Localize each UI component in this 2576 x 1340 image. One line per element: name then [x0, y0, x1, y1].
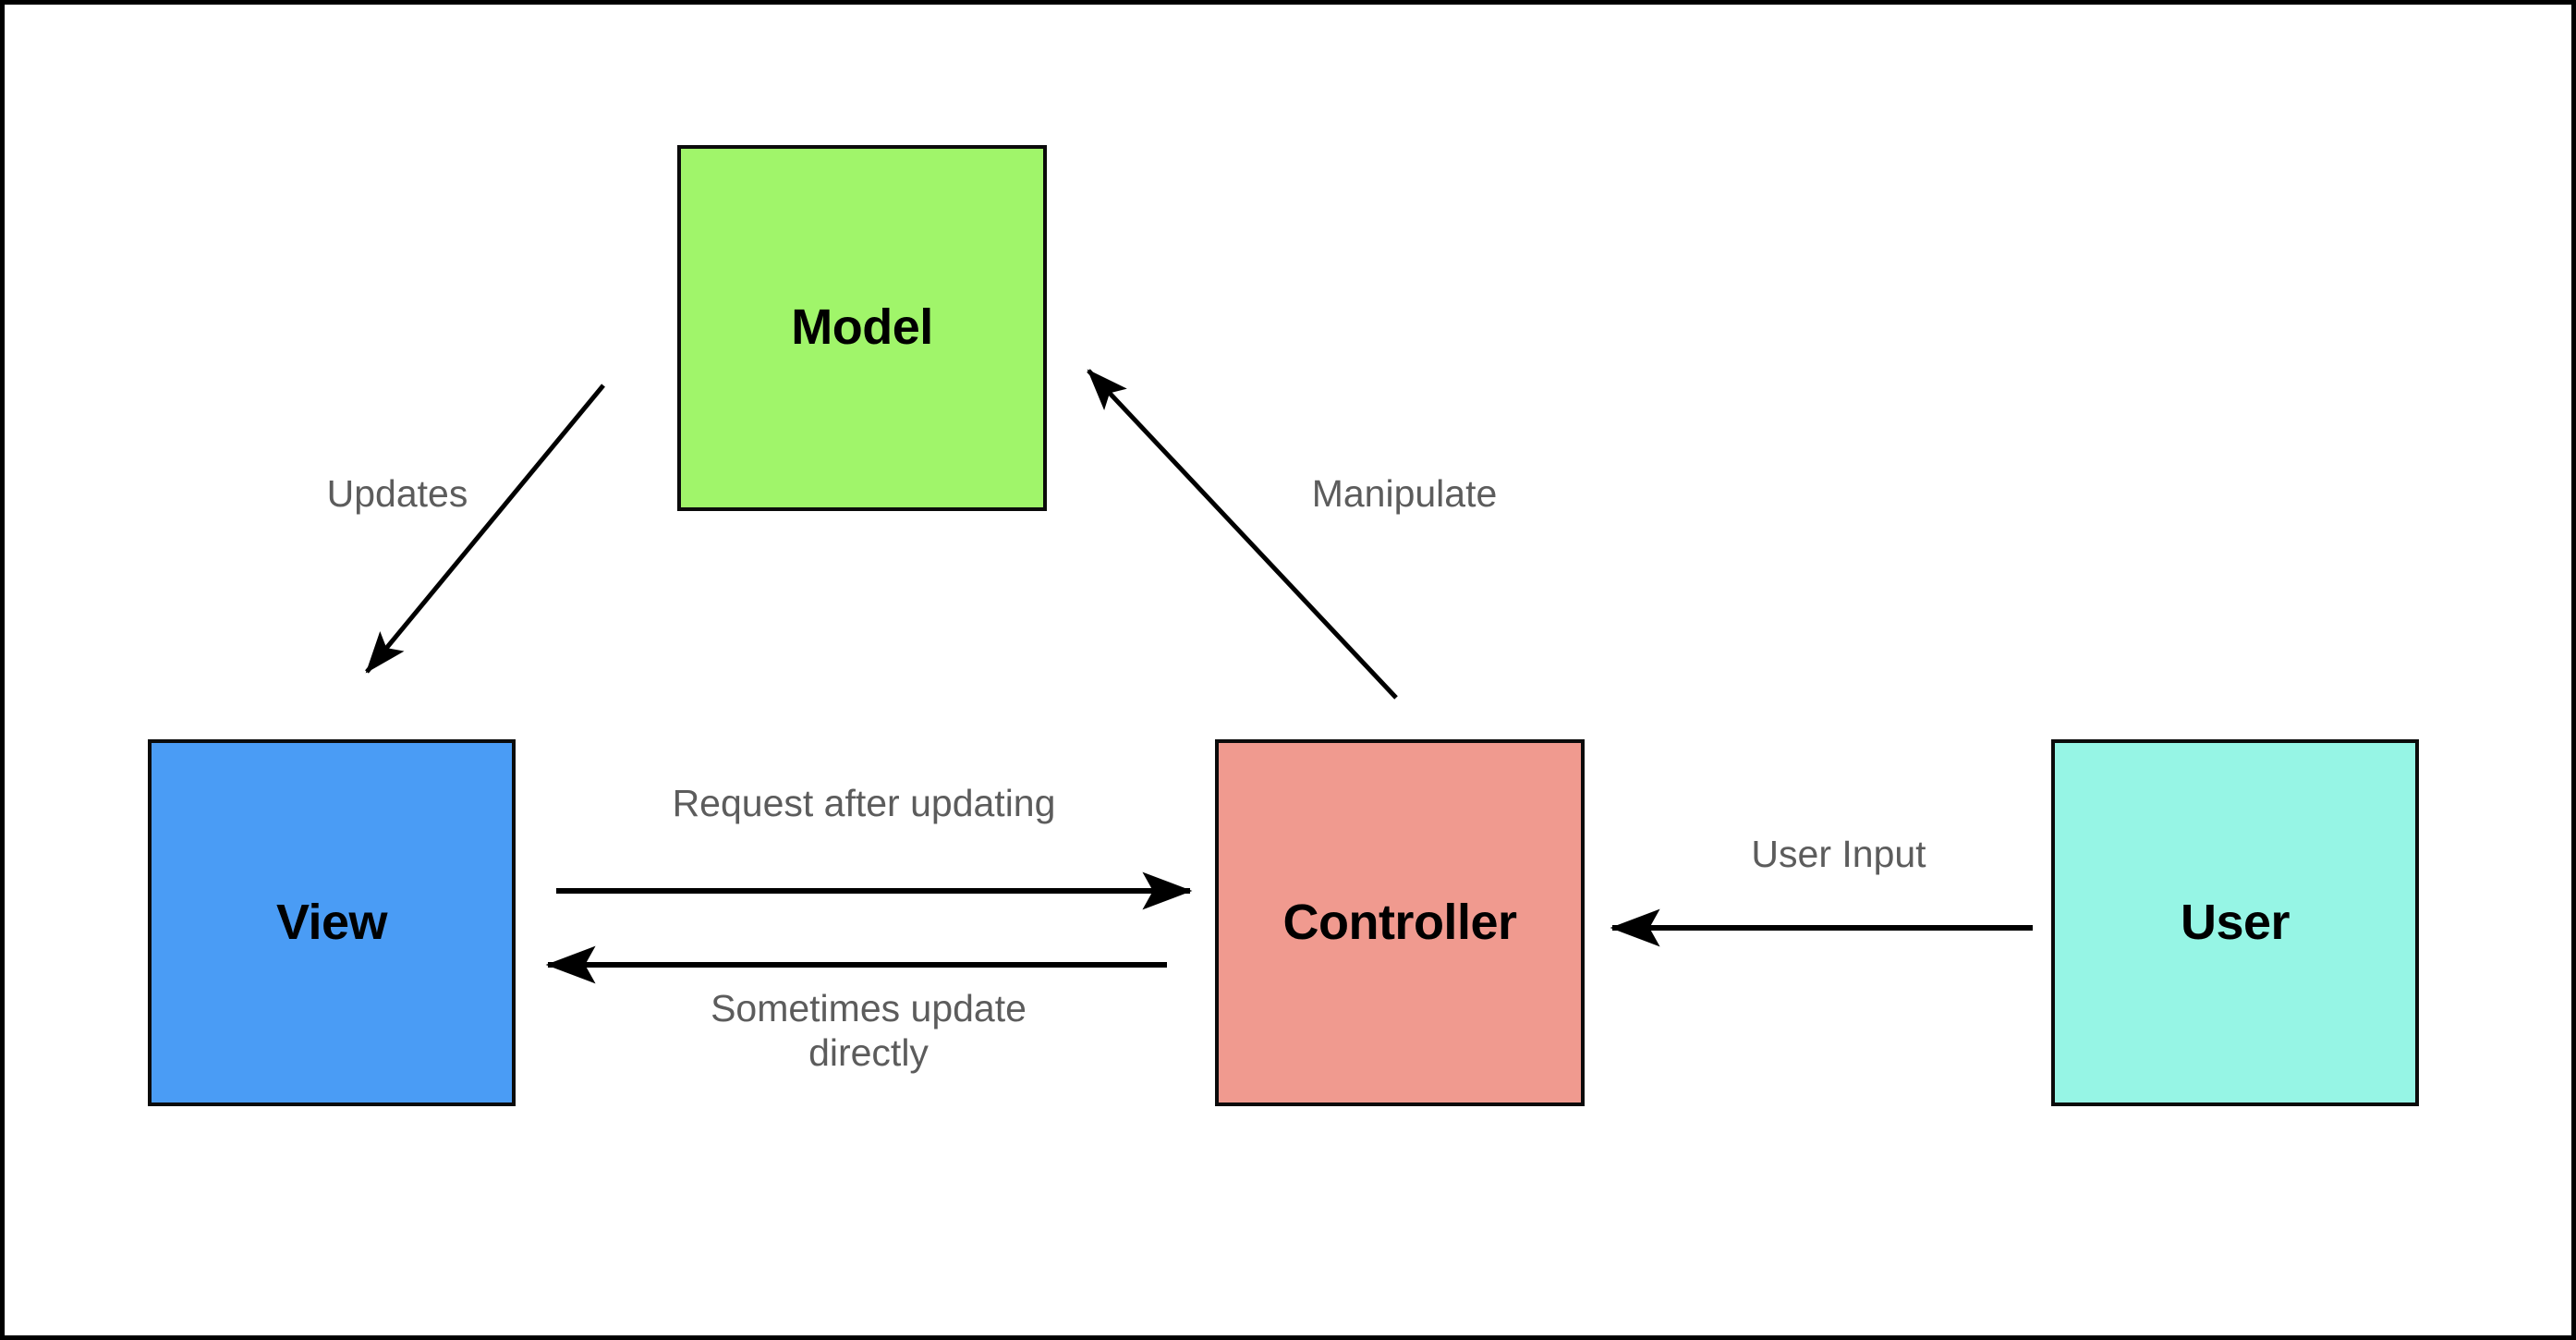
node-model-label: Model [791, 299, 933, 356]
edge-label-manipulate: Manipulate [1311, 472, 1498, 515]
node-controller[interactable]: Controller [1215, 739, 1585, 1106]
edge-label-updates: Updates [326, 472, 468, 515]
arrow-layer [365, 369, 2033, 984]
arrow-updates [365, 384, 605, 674]
node-view[interactable]: View [148, 739, 516, 1106]
edge-label-request-after-updating: Request after updating [672, 782, 1056, 824]
node-controller-label: Controller [1282, 894, 1517, 950]
node-view-label: View [275, 894, 388, 950]
node-user[interactable]: User [2051, 739, 2419, 1106]
edge-label-sometimes-update-directly: Sometimes update directly [711, 987, 1027, 1075]
node-model[interactable]: Model [677, 145, 1047, 511]
edge-label-user-input: User Input [1751, 833, 1926, 875]
arrow-manipulate [1087, 369, 1398, 700]
node-user-label: User [2180, 894, 2290, 950]
